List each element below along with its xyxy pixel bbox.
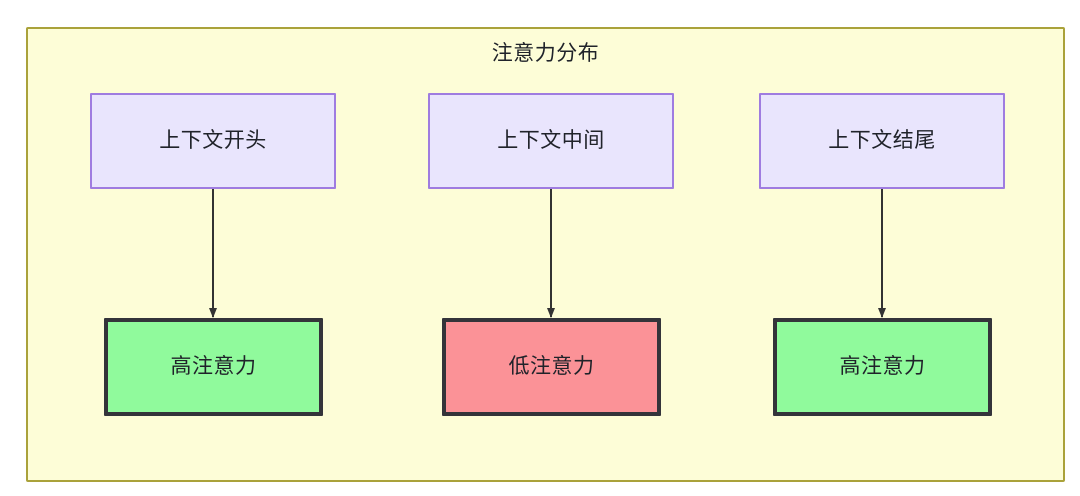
node-low-attention-middle[interactable]: 低注意力 — [442, 318, 661, 416]
node-context-end[interactable]: 上下文结尾 — [759, 93, 1005, 189]
node-high-attention-end[interactable]: 高注意力 — [773, 318, 992, 416]
diagram-title: 注意力分布 — [491, 42, 600, 65]
node-context-middle[interactable]: 上下文中间 — [428, 93, 674, 189]
node-high-attention-begin[interactable]: 高注意力 — [104, 318, 323, 416]
node-context-begin[interactable]: 上下文开头 — [90, 93, 336, 189]
